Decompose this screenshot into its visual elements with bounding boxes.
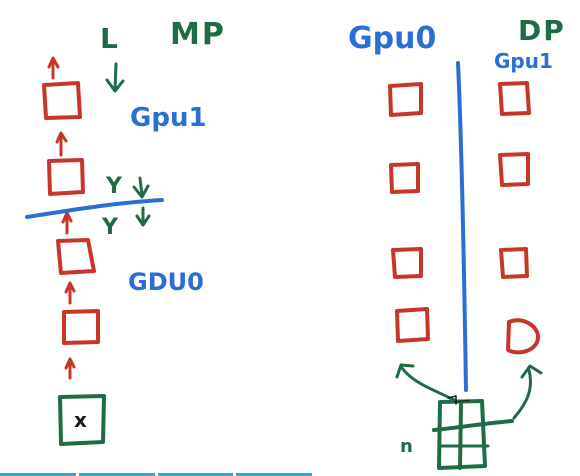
dp-input-box-row-line — [432, 419, 514, 432]
mp-forward-arrow-3 — [61, 211, 73, 235]
mp-forward-arrow-4 — [64, 281, 76, 305]
dp-gpu-divider — [456, 61, 468, 392]
dp-gpu1-layer-box-1 — [498, 81, 531, 116]
mp-layer-box-1 — [42, 81, 82, 120]
mp-label-gpu0: GDU0 — [128, 268, 204, 296]
bottom-progress-strip — [0, 473, 312, 476]
mp-layer-box-3 — [56, 238, 96, 275]
dp-split-arrow-left — [395, 363, 456, 402]
dp-gpu1-layer-box-4 — [506, 318, 540, 355]
mp-layer-box-4 — [62, 309, 100, 345]
mp-label-gpu1: Gpu1 — [130, 103, 207, 133]
mp-input-box — [58, 394, 106, 446]
mp-layer-box-2 — [47, 158, 85, 196]
dp-label-gpu0: Gpu0 — [348, 21, 436, 56]
mp-forward-arrow-2 — [55, 131, 68, 157]
bottom-strip-segment-1 — [0, 473, 76, 476]
bottom-strip-segment-4 — [236, 473, 312, 476]
dp-gpu0-layer-box-2 — [389, 162, 420, 194]
mp-label-L: L — [100, 22, 118, 55]
mp-gpu-split-line — [25, 198, 164, 219]
dp-gpu1-layer-box-3 — [499, 247, 529, 279]
mp-backward-arrow-3 — [135, 206, 151, 227]
dp-gpu0-layer-box-1 — [388, 82, 423, 117]
mp-forward-arrow-1 — [47, 56, 60, 80]
dp-input-box-col-line — [458, 403, 463, 470]
mp-input-x: x — [74, 408, 87, 432]
dp-label-DP: DP — [518, 14, 566, 47]
mp-label-y1: Y — [105, 174, 123, 199]
dp-dotted-mark — [454, 399, 471, 403]
bottom-strip-segment-2 — [78, 473, 155, 476]
dp-gpu0-layer-box-3 — [391, 247, 423, 279]
mp-backward-arrow-2 — [132, 176, 150, 199]
dp-label-n: n — [400, 436, 413, 457]
mp-label-MP: MP — [170, 17, 226, 52]
mp-label-y2: Y — [101, 215, 119, 240]
mp-forward-arrow-5 — [64, 357, 76, 380]
bottom-strip-segment-3 — [157, 473, 234, 476]
mp-backward-arrow-1 — [105, 62, 125, 93]
dp-split-arrow-right — [512, 364, 543, 420]
dp-label-gpu1: Gpu1 — [494, 49, 553, 73]
dp-gpu0-layer-box-4 — [395, 307, 430, 343]
dp-gpu1-layer-box-2 — [498, 152, 530, 187]
